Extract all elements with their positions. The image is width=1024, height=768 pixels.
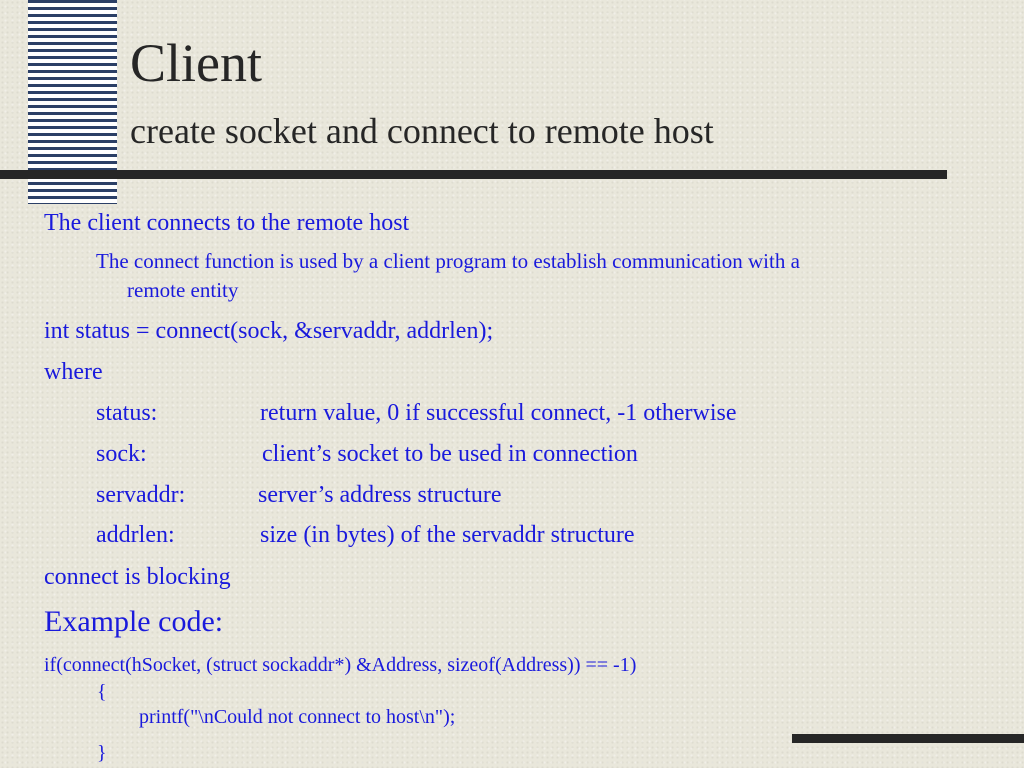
param-desc-addrlen: size (in bytes) of the servaddr structur… (260, 522, 635, 548)
param-term-status: status: (96, 400, 158, 426)
code-line-open-brace: { (97, 681, 107, 703)
param-desc-servaddr: server’s address structure (258, 482, 502, 508)
bullet-example-code: Example code: (44, 605, 224, 638)
sub-bullet-connect-function: The connect function is used by a client… (96, 249, 800, 273)
bullet-connect-signature: int status = connect(sock, &servaddr, ad… (44, 318, 494, 344)
code-line-close-brace: } (97, 742, 107, 764)
code-line-if: if(connect(hSocket, (struct sockaddr*) &… (44, 654, 637, 676)
param-term-sock: sock: (96, 441, 147, 467)
slide-title: Client (130, 33, 262, 93)
title-rule (0, 170, 947, 179)
bullet-connect-blocking: connect is blocking (44, 564, 231, 590)
footer-rule (792, 734, 1024, 743)
code-line-printf: printf("\nCould not connect to host\n"); (139, 706, 456, 728)
param-desc-sock: client’s socket to be used in connection (262, 441, 638, 467)
bullet-where: where (44, 359, 103, 385)
sub-bullet-connect-function-cont: remote entity (127, 278, 239, 302)
slide-subtitle: create socket and connect to remote host (130, 111, 714, 151)
param-term-addrlen: addrlen: (96, 522, 175, 548)
bullet-client-connects: The client connects to the remote host (44, 210, 410, 236)
param-desc-status: return value, 0 if successful connect, -… (260, 400, 737, 426)
param-term-servaddr: servaddr: (96, 482, 186, 508)
